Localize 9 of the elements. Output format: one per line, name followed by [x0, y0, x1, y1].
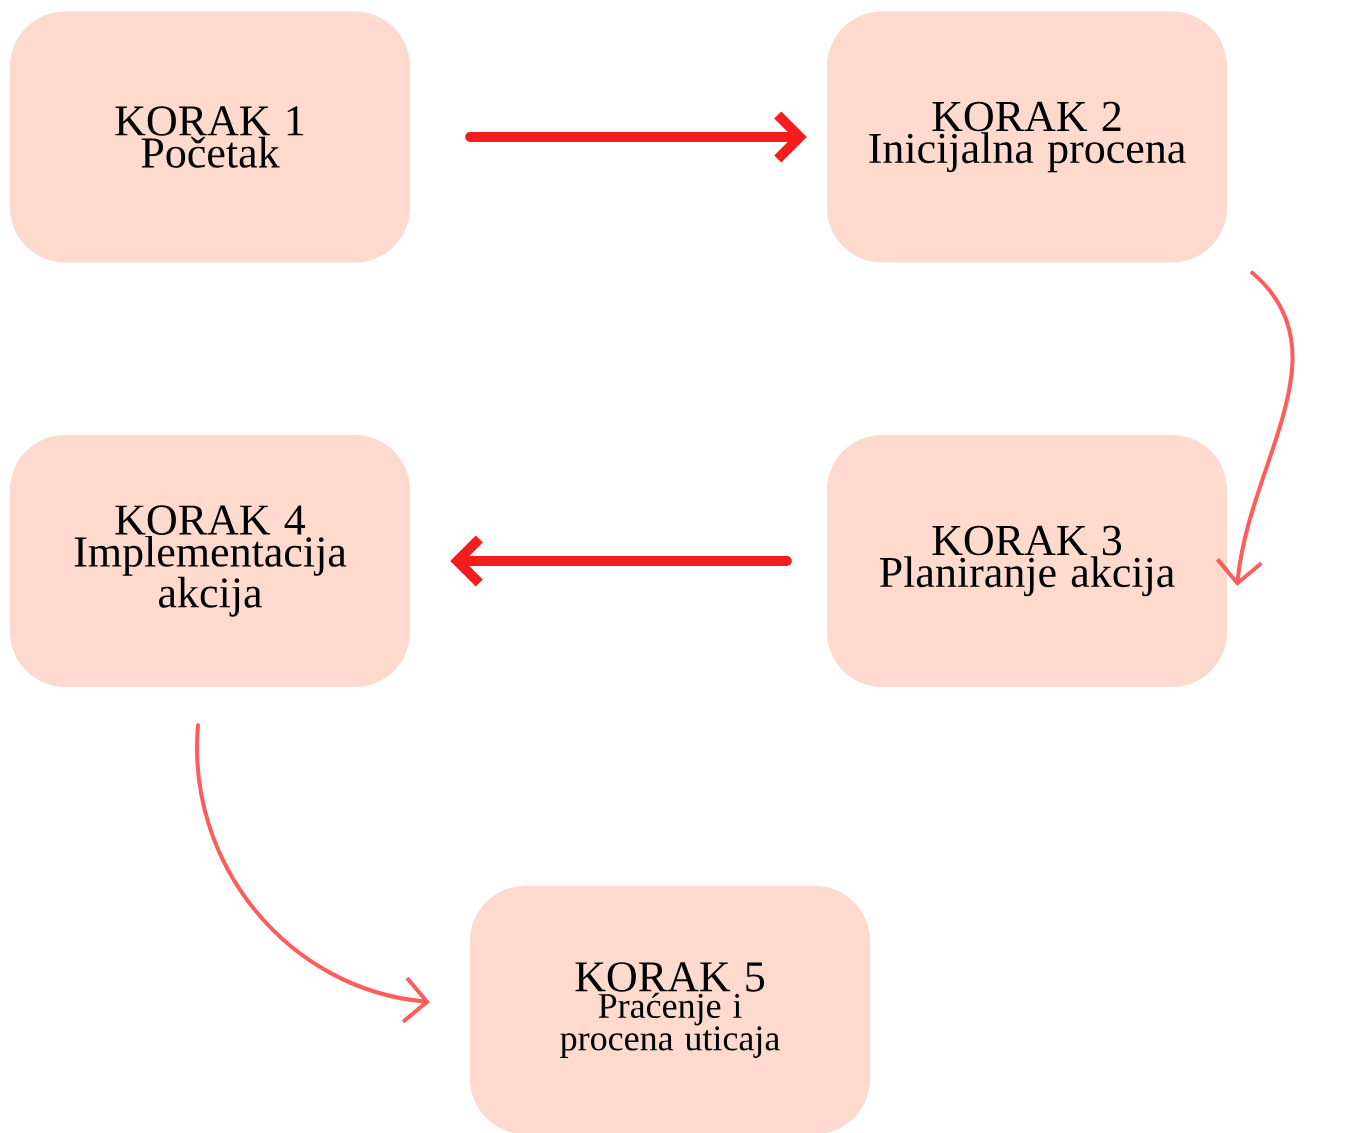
- step-box: KORAK 4 Implementacija akcija: [10, 435, 410, 687]
- step-box: KORAK 1 Početak: [10, 11, 410, 263]
- step-box: KORAK 5 Praćenje i procena uticaja: [470, 886, 870, 1133]
- step-box: KORAK 3 Planiranje akcija: [827, 435, 1227, 687]
- arrow: [450, 535, 792, 587]
- arrow: [195, 723, 430, 1024]
- step-box: KORAK 2 Inicijalna procena: [827, 11, 1227, 263]
- arrow: [465, 111, 807, 163]
- arrow: [1215, 270, 1295, 586]
